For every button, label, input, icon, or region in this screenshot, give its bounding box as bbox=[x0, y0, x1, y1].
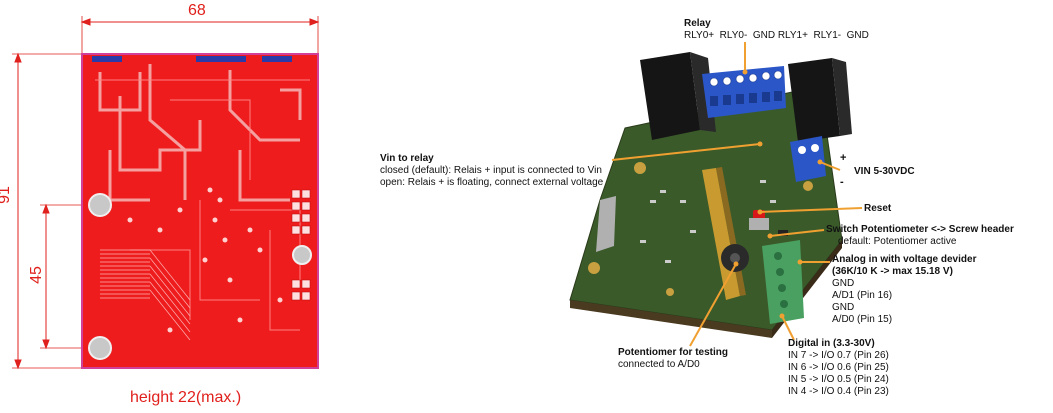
board-height-note: height 22(max.) bbox=[130, 389, 242, 406]
vin-to-relay-title: Vin to relay bbox=[380, 153, 434, 164]
analog-title2: (36K/10 K -> max 15.18 V) bbox=[832, 266, 953, 277]
analog-pin: A/D0 (Pin 15) bbox=[832, 314, 893, 325]
relay-left bbox=[640, 52, 716, 140]
relay-title: Relay bbox=[684, 18, 711, 29]
reset-title: Reset bbox=[864, 203, 892, 214]
switch-pot-title: Switch Potentiometer <-> Screw header bbox=[826, 224, 1014, 235]
digital-callout: Digital in (3.3-30V) IN 7 -> I/O 0.7 (Pi… bbox=[788, 338, 889, 398]
io-screw-terminal bbox=[762, 240, 804, 324]
mounting-hole-right bbox=[292, 245, 312, 265]
relay-right bbox=[788, 58, 852, 142]
mounting-hole-lower bbox=[88, 336, 112, 360]
analog-pin: A/D1 (Pin 16) bbox=[832, 290, 893, 301]
analog-pin: GND bbox=[832, 278, 855, 289]
potentiometer-note: connected to A/D0 bbox=[618, 359, 700, 370]
relay-terminals: RLY0+ RLY0- GND RLY1+ RLY1- GND bbox=[684, 30, 869, 41]
digital-pin: IN 5 -> I/O 0.5 (Pin 24) bbox=[788, 374, 889, 385]
switch-pot-callout: Switch Potentiometer <-> Screw header de… bbox=[826, 224, 1014, 248]
potentiometer-title: Potentiomer for testing bbox=[618, 347, 729, 358]
potentiometer-callout: Potentiomer for testing connected to A/D… bbox=[618, 347, 728, 371]
power-terminal-block bbox=[790, 136, 826, 182]
analog-title1: Analog in with voltage devider bbox=[832, 254, 977, 265]
power-title: VIN 5-30VDC bbox=[854, 166, 915, 177]
height-label: 91 bbox=[0, 186, 13, 204]
leader-lines bbox=[611, 42, 863, 347]
hole-distance-dimension bbox=[40, 203, 95, 350]
power-plus: + bbox=[840, 152, 847, 164]
analog-pin: GND bbox=[832, 302, 855, 313]
switch-pot-note: default: Potentiomer active bbox=[838, 236, 957, 247]
vin-to-relay-callout: Vin to relay closed (default): Relais + … bbox=[380, 153, 603, 189]
pcb-layout bbox=[81, 53, 319, 369]
digital-pin: IN 4 -> I/O 0.4 (Pin 23) bbox=[788, 386, 889, 397]
digital-title: Digital in (3.3-30V) bbox=[788, 338, 875, 349]
digital-pin: IN 6 -> I/O 0.6 (Pin 25) bbox=[788, 362, 889, 373]
analog-callout: Analog in with voltage devider (36K/10 K… bbox=[832, 254, 976, 326]
relay-terminal-block bbox=[702, 66, 786, 118]
relay-callout: Relay RLY0+ RLY0- GND RLY1+ RLY1- GND bbox=[684, 18, 869, 42]
vin-to-relay-line2: open: Relais + is floating, connect exte… bbox=[380, 177, 604, 188]
mounting-hole-upper bbox=[88, 193, 112, 217]
height-dimension bbox=[12, 52, 82, 370]
width-dimension bbox=[80, 16, 320, 54]
vin-to-relay-line1: closed (default): Relais + input is conn… bbox=[380, 165, 602, 176]
power-minus: - bbox=[840, 176, 844, 188]
hole-distance-label: 45 bbox=[27, 266, 45, 284]
digital-pin: IN 7 -> I/O 0.7 (Pin 26) bbox=[788, 350, 889, 361]
width-label: 68 bbox=[188, 2, 206, 19]
board-3d-view bbox=[569, 52, 852, 338]
